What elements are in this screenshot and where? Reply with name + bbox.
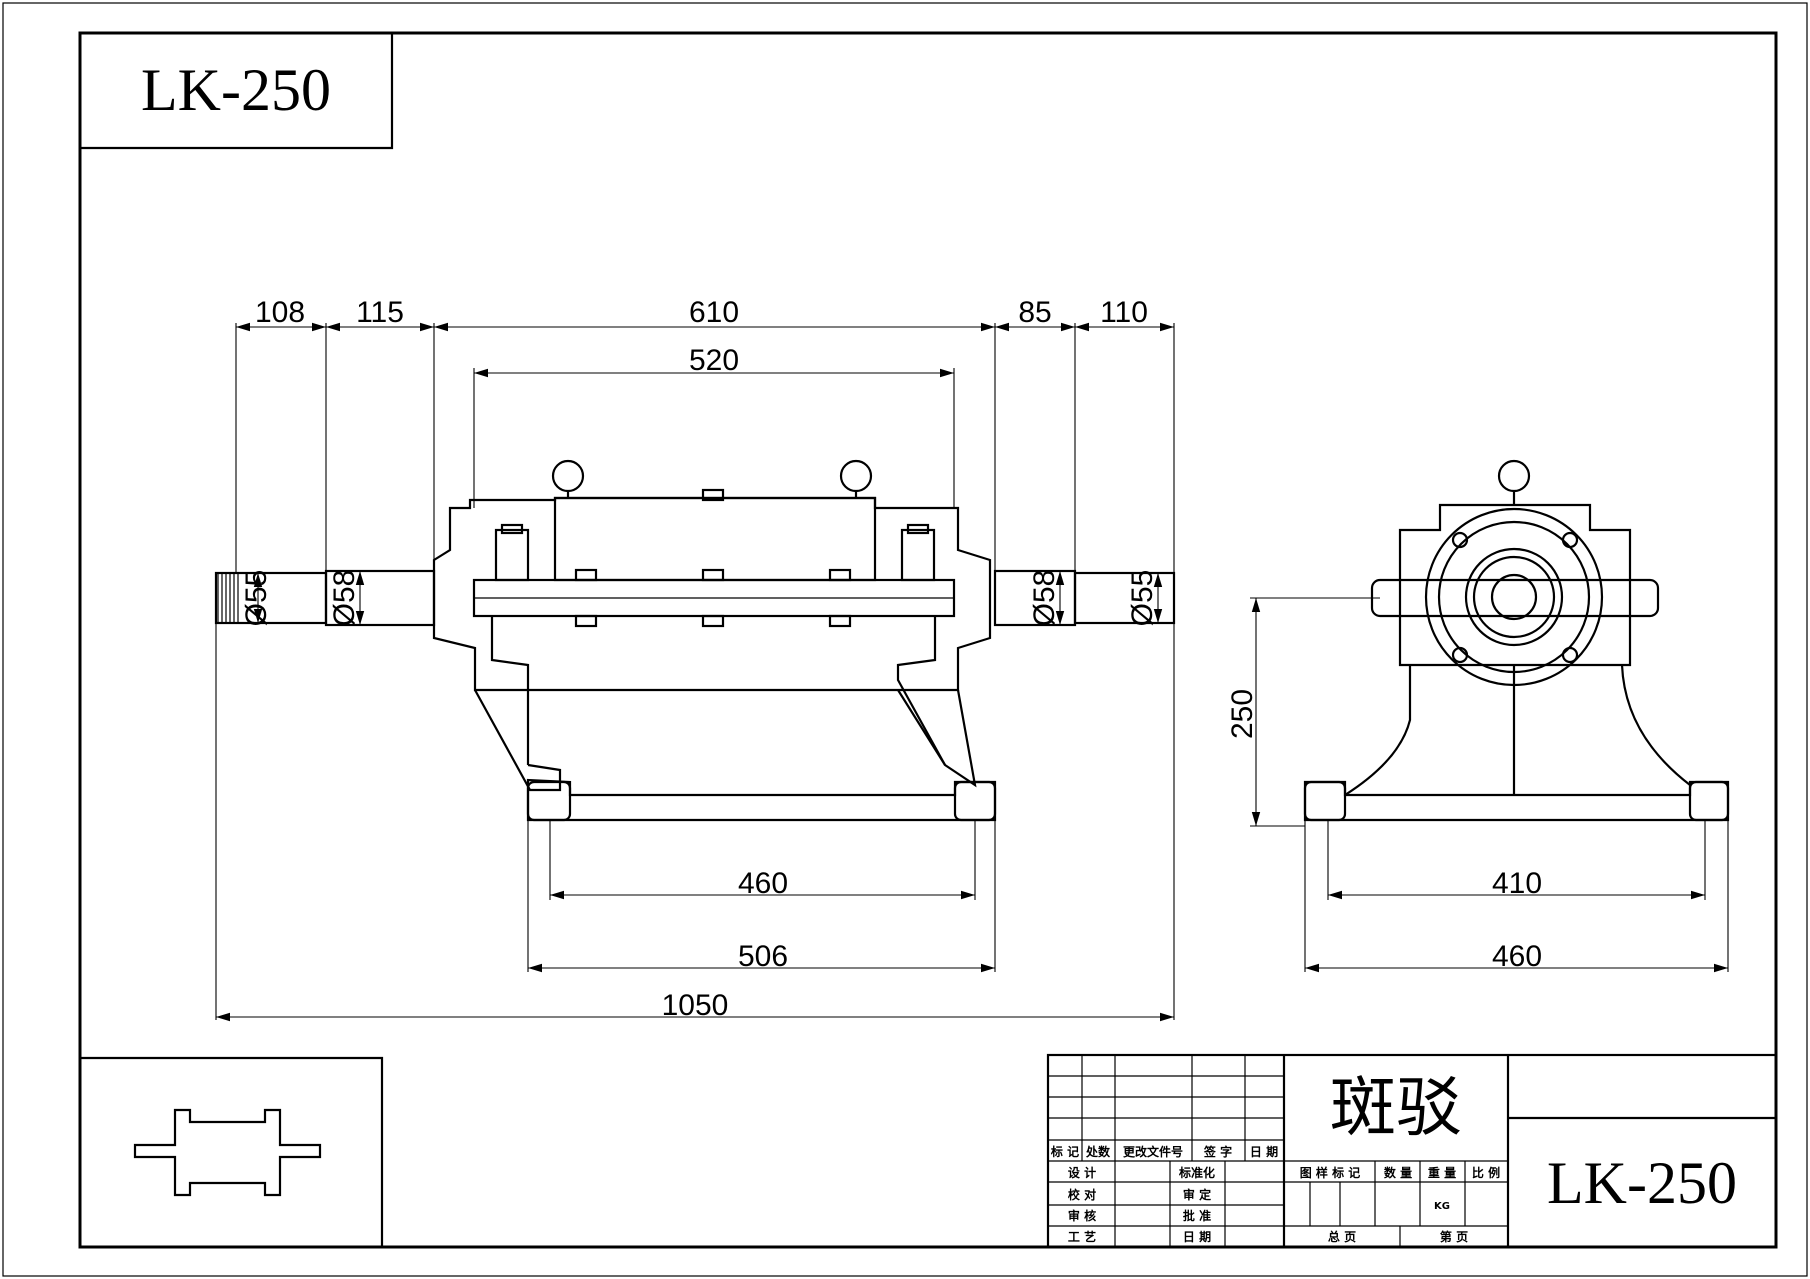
flange-bolt <box>1561 531 1579 549</box>
dim-108: 108 <box>255 296 305 329</box>
tb-scale: 比 例 <box>1472 1165 1500 1180</box>
model-label-box: LK-250 <box>80 33 394 150</box>
model-label-block: LK-250 <box>1547 1150 1737 1216</box>
side-base <box>1303 780 1730 822</box>
dim-506: 506 <box>738 940 788 973</box>
tb-sample-mark: 图 样 标 记 <box>1300 1165 1361 1180</box>
dim-115: 115 <box>356 296 404 329</box>
bearing-mid <box>1472 555 1556 639</box>
dia-55-right: Ø55 <box>1126 570 1159 627</box>
front-view <box>214 459 1176 822</box>
tb-date: 日 期 <box>1183 1229 1211 1244</box>
side-pad-left <box>1303 780 1347 822</box>
tb-weight: 重 量 <box>1428 1165 1456 1180</box>
lifting-ring-right <box>839 459 873 493</box>
tb-audit: 审 定 <box>1183 1187 1211 1202</box>
stud-left <box>494 528 530 582</box>
flange-bolt <box>1451 531 1469 549</box>
base-pad-left <box>526 780 572 822</box>
lifting-ring-left <box>551 459 585 493</box>
side-housing <box>1398 503 1632 667</box>
dim-85: 85 <box>1018 296 1051 329</box>
stud-left-cap <box>500 523 524 535</box>
dimension-lines <box>215 322 1729 1022</box>
base <box>526 778 997 822</box>
dim-520: 520 <box>689 344 739 377</box>
dia-55-left: Ø55 <box>240 570 273 627</box>
lifting-ring-side <box>1497 459 1531 493</box>
dim-110: 110 <box>1100 296 1148 329</box>
tb-h-doc: 更改文件号 <box>1123 1144 1183 1159</box>
shaft-end-circle <box>1490 573 1538 621</box>
housing-outline <box>432 496 992 692</box>
base-pad-right <box>953 780 997 822</box>
flange-bolt <box>1561 646 1579 664</box>
dim-460-side: 460 <box>1492 940 1542 973</box>
dim-1050: 1050 <box>662 989 729 1022</box>
side-leg-left <box>1344 665 1412 796</box>
stud-right-cap <box>906 523 930 535</box>
bearing-outer <box>1464 547 1564 647</box>
tb-h-sign: 签 字 <box>1203 1144 1232 1159</box>
side-pad-right <box>1688 780 1730 822</box>
tb-check: 校 对 <box>1068 1187 1096 1202</box>
tb-sheet-no: 第 页 <box>1440 1229 1468 1244</box>
dim-610: 610 <box>689 296 739 329</box>
tb-review: 审 核 <box>1068 1208 1096 1223</box>
tb-std: 标准化 <box>1178 1165 1215 1180</box>
tb-unit-kg: KG <box>1434 1201 1450 1212</box>
tb-h-count: 处数 <box>1085 1144 1111 1159</box>
bolt <box>701 614 725 628</box>
bolt <box>574 568 598 582</box>
stud-right <box>900 528 936 582</box>
title-block: 斑驳 LK-250 标 记 处数 更改文件号 签 字 日 期 设 计 校 对 审… <box>1046 1053 1778 1249</box>
bolt <box>574 614 598 628</box>
tb-h-mark: 标 记 <box>1050 1144 1079 1159</box>
side-leg-right <box>1620 664 1691 786</box>
dia-58-left: Ø58 <box>328 570 361 627</box>
dimension-texts: 108 115 610 85 110 520 460 506 1050 410 … <box>240 296 1542 1022</box>
leg-right <box>897 689 977 788</box>
tb-process: 工 艺 <box>1068 1229 1096 1244</box>
dim-460-front: 460 <box>738 867 788 900</box>
tb-qty: 数 量 <box>1384 1165 1412 1180</box>
tb-approve: 批 准 <box>1183 1208 1211 1223</box>
dia-58-right: Ø58 <box>1028 570 1061 627</box>
bolt <box>701 568 725 582</box>
shaft-symbol <box>133 1108 322 1197</box>
housing-cover <box>553 496 877 582</box>
dim-410: 410 <box>1492 867 1542 900</box>
shaft-symbol-box <box>80 1056 384 1247</box>
bolt <box>828 614 852 628</box>
tb-total-pages: 总 页 <box>1328 1229 1356 1244</box>
flange-bolt <box>1451 646 1469 664</box>
leg-left <box>474 689 562 792</box>
thread-lines-left <box>217 573 239 623</box>
drawing-name: 斑驳 <box>1330 1069 1462 1146</box>
tb-design: 设 计 <box>1068 1165 1096 1180</box>
dim-250: 250 <box>1226 689 1259 739</box>
bolt <box>701 488 725 502</box>
tb-h-date: 日 期 <box>1250 1144 1278 1159</box>
drawing-frame <box>78 31 1778 1249</box>
side-flange <box>1370 578 1660 618</box>
side-view <box>1303 459 1730 822</box>
bolt <box>828 568 852 582</box>
model-label-top: LK-250 <box>141 57 331 123</box>
shaft-right-end <box>1073 571 1176 625</box>
